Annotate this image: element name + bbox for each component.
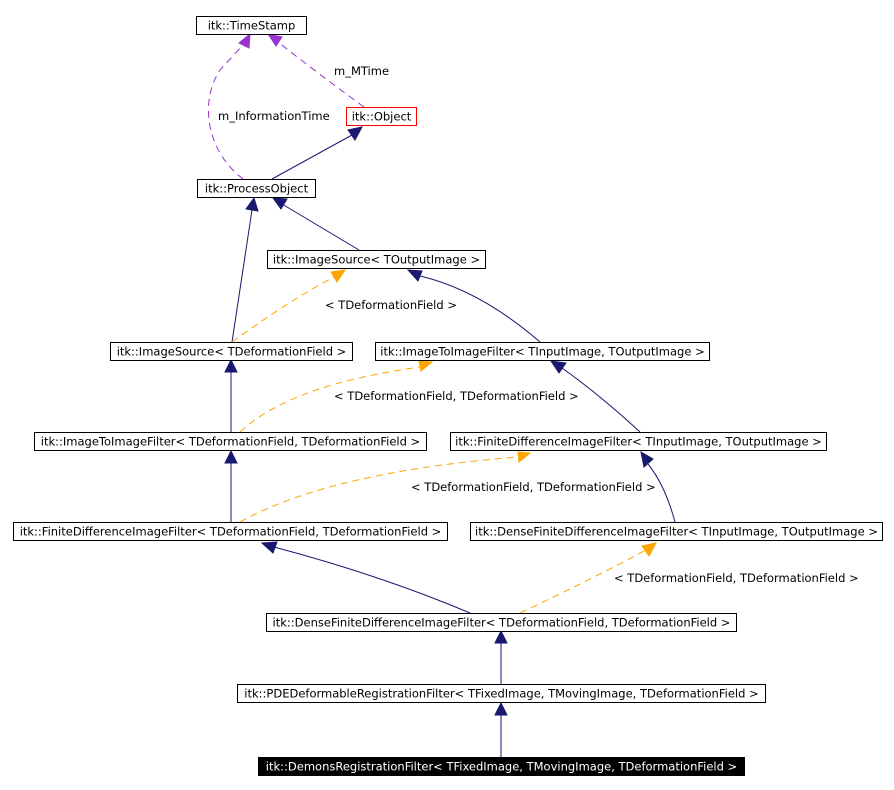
edge-imagesource-def-processobject [231,209,253,343]
edge-densefinitediff-def-finitediff-def [273,546,471,614]
arrow-head-navy [271,197,288,210]
edge-processobject-object [271,134,353,180]
edge-template-finitediff [239,456,519,523]
node-dense-finite-difference-filter[interactable]: itk::DenseFiniteDifferenceImageFilter< T… [470,522,883,541]
arrow-head-orange [641,542,657,557]
node-box [110,342,353,361]
node-box [237,684,766,703]
edges [208,32,676,757]
edge-processobject-timestamp [208,44,244,180]
edge-label-dense-finite-diff-template: < TDeformationField, TDeformationField > [614,571,859,585]
arrow-head-purple [238,32,251,49]
node-label-dense-finite-difference-filter-deformation: itk::DenseFiniteDifferenceImageFilter< T… [273,616,731,630]
node-image-to-image-filter-deformation[interactable]: itk::ImageToImageFilter< TDeformationFie… [34,432,427,451]
arrow-head-orange [517,451,532,463]
node-object[interactable]: itk::Object [346,107,417,126]
node-box [267,250,486,269]
node-box [13,522,448,541]
node-image-to-image-filter[interactable]: itk::ImageToImageFilter< TInputImage, TO… [375,342,710,361]
node-label-process-object: itk::ProcessObject [205,182,309,196]
arrow-head-purple [266,33,283,47]
nodes: itk::TimeStamp itk::Object itk::ProcessO… [13,16,883,776]
node-timestamp[interactable]: itk::TimeStamp [196,16,307,35]
edge-label-m-information-time: m_InformationTime [218,109,330,123]
edge-label-image-source-template: < TDeformationField > [325,298,457,312]
node-label-image-source-deformation: itk::ImageSource< TDeformationField > [117,345,347,359]
arrow-head-navy [406,269,423,282]
edge-template-densefinitediff [519,549,647,614]
arrow-head-navy [494,629,508,644]
arrow-head-navy [260,541,278,554]
edge-imagesource-processobject [281,203,360,251]
node-box-current [258,757,745,776]
edge-template-imagesource [231,276,335,343]
edge-label-m-mtime: m_MTime [334,64,389,78]
node-box [196,16,307,35]
arrow-head-navy [640,451,654,468]
node-demons-registration-filter: itk::DemonsRegistrationFilter< TFixedIma… [258,757,745,776]
node-label-dense-finite-difference-filter: itk::DenseFiniteDifferenceImageFilter< T… [475,525,878,539]
edge-densefinitediff-finitediff [647,463,676,523]
arrow-head-navy [494,701,508,716]
node-pde-deformable-registration-filter[interactable]: itk::PDEDeformableRegistrationFilter< TF… [237,684,766,703]
node-image-source-deformation[interactable]: itk::ImageSource< TDeformationField > [110,342,353,361]
edge-template-imagetoimagefilter [239,366,421,433]
node-box [470,522,883,541]
node-label-demons-registration-filter: itk::DemonsRegistrationFilter< TFixedIma… [266,760,737,774]
arrow-head-navy [245,196,259,212]
node-label-image-source-output: itk::ImageSource< TOutputImage > [273,253,480,267]
arrow-head-navy [347,126,363,141]
arrow-head-navy [224,449,238,464]
node-finite-difference-filter[interactable]: itk::FiniteDifferenceImageFilter< TInput… [450,432,827,451]
node-label-finite-difference-filter-deformation: itk::FiniteDifferenceImageFilter< TDefor… [20,525,442,539]
node-label-timestamp: itk::TimeStamp [208,19,296,33]
node-label-image-to-image-filter: itk::ImageToImageFilter< TInputImage, TO… [380,345,704,359]
node-box [375,342,710,361]
node-box [266,613,737,632]
edge-label-image-to-image-template: < TDeformationField, TDeformationField > [334,389,579,403]
edge-finitediff-imagetoimagefilter [561,367,641,433]
node-label-image-to-image-filter-deformation: itk::ImageToImageFilter< TDeformationFie… [41,435,420,449]
node-box [34,432,427,451]
edge-label-finite-diff-template: < TDeformationField, TDeformationField > [411,480,656,494]
node-label-pde-deformable-registration-filter: itk::PDEDeformableRegistrationFilter< TF… [244,687,758,701]
edge-object-timestamp [277,41,365,108]
arrow-head-orange [330,269,347,283]
node-box [450,432,827,451]
arrow-head-navy [549,360,567,374]
edge-labels: m_MTime m_InformationTime < TDeformation… [218,64,859,585]
node-box [197,179,316,198]
arrow-head-navy [224,358,238,373]
node-dense-finite-difference-filter-deformation[interactable]: itk::DenseFiniteDifferenceImageFilter< T… [266,613,737,632]
node-process-object[interactable]: itk::ProcessObject [197,179,316,198]
node-label-object: itk::Object [352,110,412,124]
edge-imagetoimagefilter-imagesource [419,275,541,343]
node-box-highlighted [346,107,417,126]
node-label-finite-difference-filter: itk::FiniteDifferenceImageFilter< TInput… [455,435,822,449]
arrow-head-orange [418,360,434,372]
node-image-source-output[interactable]: itk::ImageSource< TOutputImage > [267,250,486,269]
node-finite-difference-filter-deformation[interactable]: itk::FiniteDifferenceImageFilter< TDefor… [13,522,448,541]
